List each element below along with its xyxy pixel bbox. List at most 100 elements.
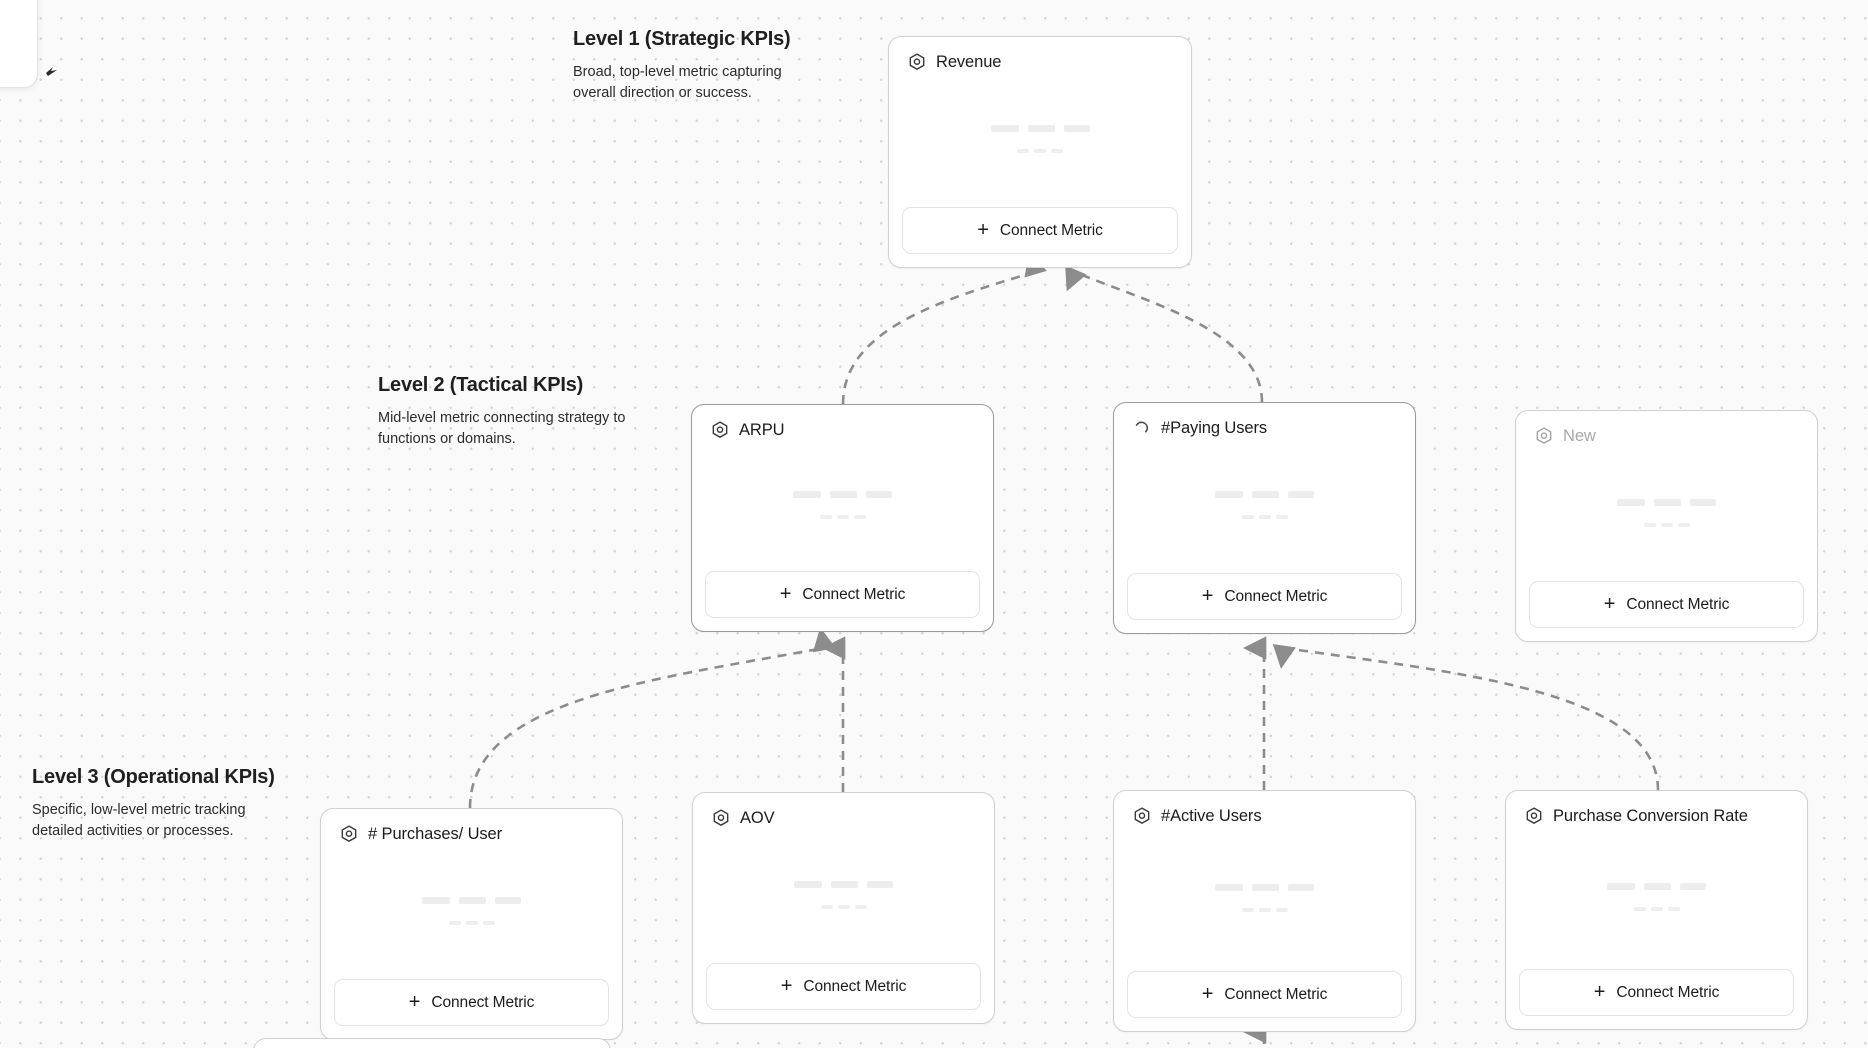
connect-metric-button[interactable]: + Connect Metric [1529, 581, 1804, 628]
card-header: Purchase Conversion Rate [1506, 791, 1807, 826]
skeleton-bar [1258, 514, 1271, 519]
skeleton-row-secondary [1241, 514, 1288, 519]
connect-metric-label: Connect Metric [802, 585, 906, 603]
skeleton-bar [1258, 907, 1271, 912]
skeleton-row-primary [1617, 498, 1716, 506]
connect-metric-label: Connect Metric [1224, 587, 1328, 605]
connect-metric-button[interactable]: + Connect Metric [705, 571, 980, 618]
connect-metric-label: Connect Metric [431, 993, 535, 1011]
skeleton-row-primary [990, 124, 1090, 132]
skeleton-row-secondary [448, 920, 495, 925]
skeleton-bar [1275, 907, 1288, 912]
skeleton-bar [1017, 148, 1029, 153]
plus-icon: + [1201, 982, 1214, 1005]
skeleton-bar [465, 920, 478, 925]
plus-icon: + [780, 974, 793, 997]
skeleton-bar [1252, 490, 1279, 498]
card-title: ARPU [739, 420, 785, 439]
metric-card-aov[interactable]: AOV + Connect Metric [692, 792, 995, 1024]
skeleton-bar [1215, 883, 1243, 891]
skeleton-bar [448, 920, 461, 925]
level-2-description: Mid-level metric connecting strategy to … [378, 410, 626, 448]
card-header: #Active Users [1114, 791, 1415, 826]
skeleton-bar [867, 880, 893, 888]
skeleton-bar [866, 490, 892, 498]
hexagon-target-icon [909, 53, 925, 70]
metric-card-revenue[interactable]: Revenue + Connect Metric [888, 36, 1192, 268]
skeleton-bar [482, 920, 495, 925]
card-skeleton-body [1114, 438, 1415, 573]
connect-metric-label: Connect Metric [999, 221, 1103, 239]
connect-metric-button[interactable]: + Connect Metric [334, 979, 609, 1026]
connect-metric-label: Connect Metric [1616, 983, 1720, 1001]
skeleton-bar [794, 880, 822, 888]
skeleton-row-primary [794, 880, 893, 888]
skeleton-bar [990, 124, 1019, 132]
connect-metric-label: Connect Metric [1224, 985, 1328, 1003]
spinner-icon [1135, 421, 1149, 433]
skeleton-bar [1275, 514, 1288, 519]
level-1-title: Level 1 (Strategic KPIs) [573, 28, 791, 50]
metric-card-active-users[interactable]: #Active Users + Connect Metric [1113, 790, 1416, 1032]
skeleton-bar [1654, 498, 1681, 506]
card-skeleton-body [1114, 826, 1415, 971]
connect-metric-button[interactable]: + Connect Metric [1519, 969, 1794, 1016]
connect-metric-button[interactable]: + Connect Metric [1127, 573, 1402, 620]
level-3-title: Level 3 (Operational KPIs) [32, 766, 275, 788]
card-header: #Paying Users [1114, 403, 1415, 438]
metric-card-purchase-conversion-rate[interactable]: Purchase Conversion Rate + Connect Metri… [1505, 790, 1808, 1030]
level-3-description: Specific, low-level metric tracking deta… [32, 802, 246, 840]
plus-icon: + [1201, 584, 1214, 607]
skeleton-bar [1034, 148, 1046, 153]
plus-icon: + [408, 990, 421, 1013]
skeleton-bar [837, 904, 850, 909]
skeleton-bar [459, 896, 486, 904]
skeleton-bar [1677, 522, 1690, 527]
level-2-label: Level 2 (Tactical KPIs) Mid-level metric… [378, 374, 628, 450]
plus-icon: + [977, 218, 989, 241]
level-1-label: Level 1 (Strategic KPIs) Broad, top-leve… [573, 28, 823, 104]
skeleton-bar [853, 514, 866, 519]
skeleton-bar [793, 490, 821, 498]
connect-metric-label: Connect Metric [803, 977, 907, 995]
hexagon-target-icon [1526, 807, 1542, 824]
skeleton-row-primary [1607, 882, 1706, 890]
metric-card-arpu[interactable]: ARPU + Connect Metric [691, 404, 994, 632]
metric-card-paying-users[interactable]: #Paying Users + Connect Metric [1113, 402, 1416, 634]
card-skeleton-body [889, 72, 1191, 207]
connect-metric-button[interactable]: + Connect Metric [902, 207, 1178, 254]
level-2-title: Level 2 (Tactical KPIs) [378, 374, 584, 396]
skeleton-bar [1667, 906, 1680, 911]
skeleton-row-secondary [1241, 907, 1288, 912]
connect-metric-button[interactable]: + Connect Metric [1127, 971, 1402, 1018]
skeleton-row-primary [422, 896, 521, 904]
skeleton-bar [1063, 124, 1090, 132]
metric-card-offscreen-bottom[interactable] [253, 1038, 611, 1048]
skeleton-bar [836, 514, 849, 519]
skeleton-row-secondary [819, 514, 866, 519]
skeleton-row-secondary [820, 904, 867, 909]
skeleton-bar [1644, 882, 1671, 890]
skeleton-bar [1241, 907, 1254, 912]
card-title: # Purchases/ User [368, 824, 503, 843]
skeleton-bar [830, 490, 857, 498]
card-title: #Paying Users [1161, 418, 1267, 437]
connect-metric-button[interactable]: + Connect Metric [706, 963, 981, 1010]
skeleton-bar [831, 880, 858, 888]
skeleton-bar [1643, 522, 1656, 527]
card-skeleton-body [1516, 446, 1817, 581]
skeleton-bar [1617, 498, 1645, 506]
cursor-glyph-icon [46, 67, 57, 76]
card-skeleton-body [321, 844, 622, 979]
skeleton-row-secondary [1017, 148, 1063, 153]
skeleton-bar [1680, 882, 1706, 890]
skeleton-bar [1241, 514, 1254, 519]
skeleton-bar [1607, 882, 1635, 890]
offscreen-panel[interactable] [0, 0, 38, 88]
metric-card-new[interactable]: New + Connect Metric [1515, 410, 1818, 642]
skeleton-bar [1051, 148, 1063, 153]
metric-card-purchases-per-user[interactable]: # Purchases/ User + Connect Metric [320, 808, 623, 1040]
card-skeleton-body [692, 440, 993, 571]
card-title: Revenue [936, 52, 1002, 71]
